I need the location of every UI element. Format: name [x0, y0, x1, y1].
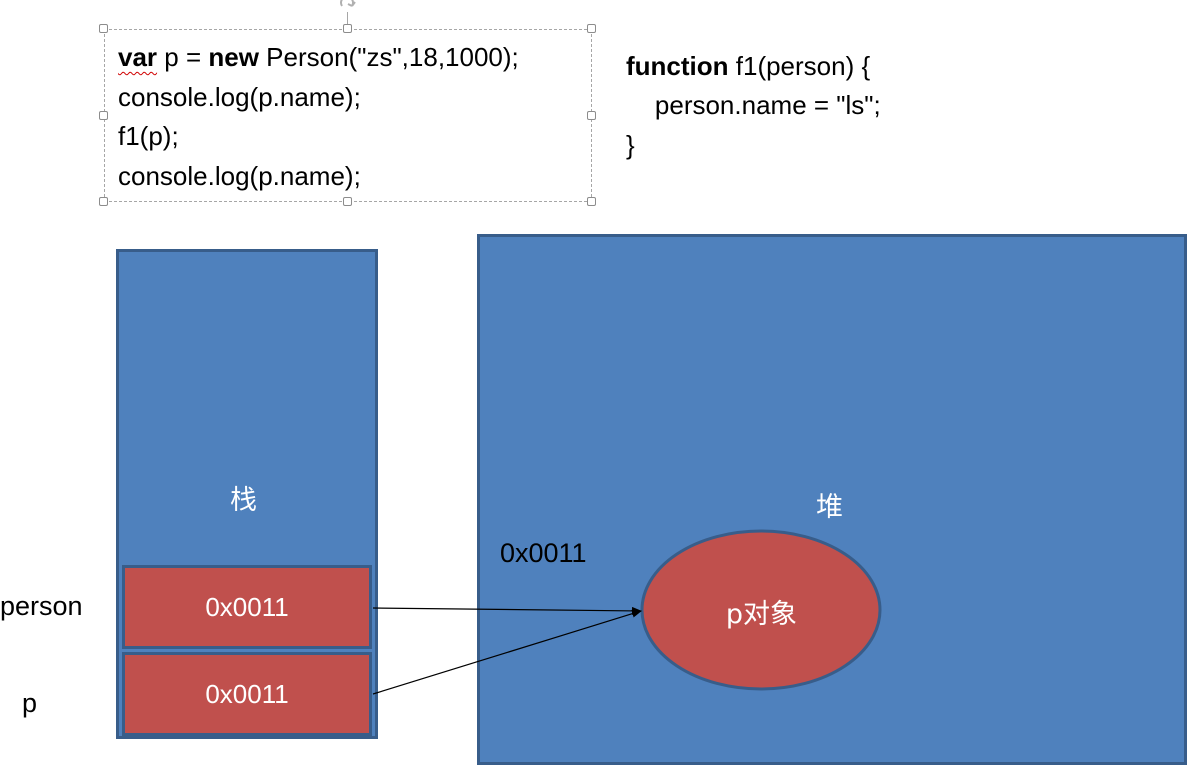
resize-handle-top[interactable]: [343, 24, 352, 33]
heap-address: 0x0011: [500, 538, 587, 568]
keyword-new: new: [208, 42, 259, 72]
resize-handle-top-left[interactable]: [99, 24, 108, 33]
stack-cell-p: 0x0011: [122, 652, 372, 736]
code-line-1: var p = new Person("zs",18,1000);: [118, 42, 519, 72]
function-signature: function f1(person) {: [626, 51, 870, 81]
code-line-2: console.log(p.name);: [118, 82, 361, 112]
heap-label: 堆: [816, 492, 843, 523]
code-assign: p =: [157, 42, 209, 72]
heap-object-label: p对象: [725, 598, 798, 630]
variable-label-person: person: [0, 591, 83, 621]
reference-arrow-p: [372, 609, 642, 695]
heap-object-ellipse: [640, 529, 882, 691]
stack-label: 栈: [230, 485, 257, 516]
reference-arrow-person: [372, 606, 642, 615]
variable-label-p: p: [22, 688, 38, 718]
code-ctor-call: Person("zs",18,1000);: [258, 42, 519, 72]
resize-handle-bottom-left[interactable]: [99, 197, 108, 206]
stack-cell-person: 0x0011: [122, 565, 372, 649]
code-line-3: f1(p);: [118, 121, 179, 151]
code-line-4: console.log(p.name);: [118, 161, 361, 191]
function-close-brace: }: [626, 130, 635, 160]
resize-handle-left[interactable]: [99, 111, 108, 120]
resize-handle-top-right[interactable]: [587, 24, 596, 33]
resize-handle-bottom[interactable]: [343, 197, 352, 206]
resize-handle-bottom-right[interactable]: [587, 197, 596, 206]
resize-handle-right[interactable]: [587, 111, 596, 120]
rotate-icon[interactable]: [336, 0, 358, 14]
function-sig-text: f1(person) {: [728, 51, 871, 81]
keyword-function: function: [626, 51, 729, 81]
rotate-handle-stem: [347, 12, 348, 25]
heap-region: [477, 234, 1187, 765]
keyword-var: var: [118, 42, 158, 72]
function-body: person.name = "ls";: [626, 90, 881, 120]
